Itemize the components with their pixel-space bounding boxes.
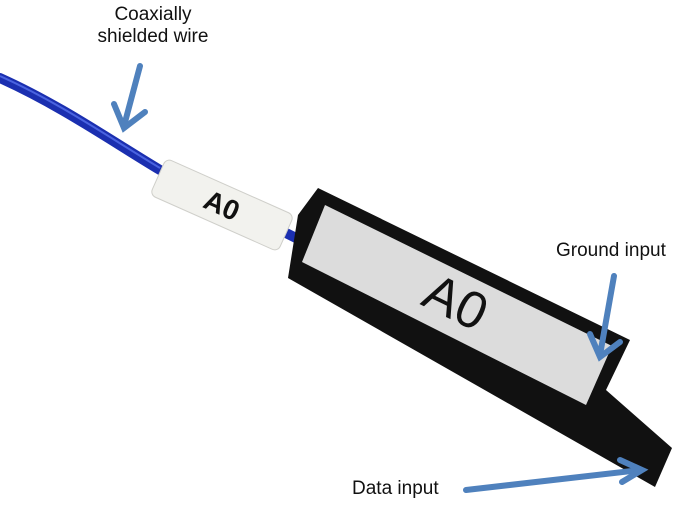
coax-label-line2: shielded wire	[97, 26, 209, 47]
coax-arrow	[111, 63, 148, 133]
probe-body: A0	[288, 188, 672, 487]
coaxial-wire	[0, 73, 315, 250]
wire-sleeve: A0	[151, 159, 293, 251]
ground-label: Ground input	[556, 240, 666, 261]
data-label: Data input	[352, 478, 439, 499]
data-arrow	[463, 457, 649, 493]
coax-label-line1: Coaxially	[114, 4, 192, 25]
callout-arrows	[111, 63, 649, 493]
coax-label: Coaxially shielded wire	[88, 4, 218, 48]
ground-arrow	[587, 273, 623, 362]
